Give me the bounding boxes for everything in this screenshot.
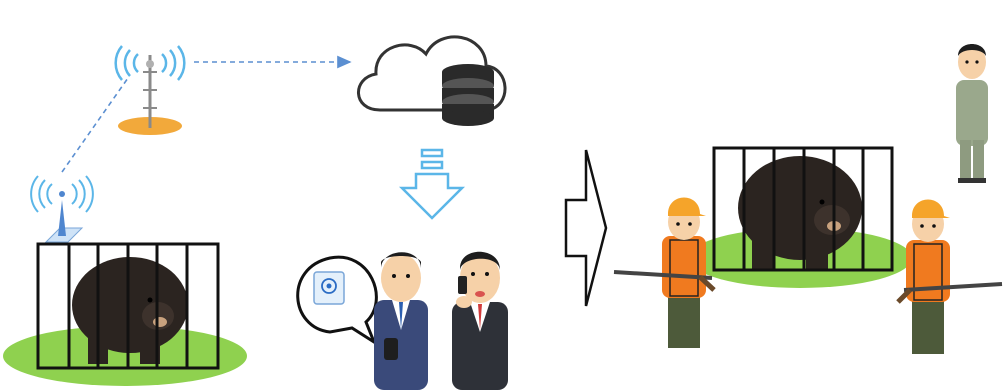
email-speech-bubble-icon [296, 255, 378, 346]
cloud-database-icon [357, 35, 507, 126]
official-on-phone-call [452, 251, 508, 390]
antenna-tower-icon [114, 45, 186, 135]
link-sensor-to-tower [61, 77, 129, 173]
staff-member [956, 44, 988, 183]
cage-left [36, 242, 220, 370]
hunter-right [896, 199, 1003, 354]
next-step-arrow [564, 149, 608, 307]
official-with-phone [374, 252, 428, 390]
bear-left [72, 257, 188, 364]
bear-right [738, 156, 862, 270]
wireless-sensor-icon [30, 175, 94, 243]
hunter-left [613, 197, 716, 348]
down-arrow-icon [398, 148, 466, 220]
cage-right [712, 146, 894, 272]
